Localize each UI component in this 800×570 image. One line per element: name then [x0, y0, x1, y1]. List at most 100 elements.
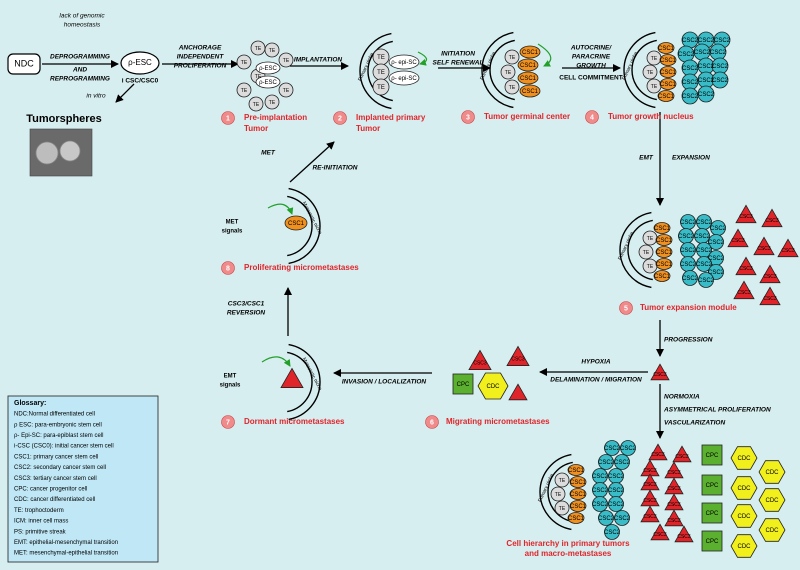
te-cell-label: TE: [559, 506, 566, 512]
te-cell-label: TE: [643, 250, 650, 256]
step-number-1: 1: [226, 115, 230, 122]
step-title-1: Pre-implantation: [244, 113, 307, 122]
te-cell: [278, 52, 294, 68]
csc2-cell: [698, 272, 714, 288]
csc2-cell-label: CSC2: [698, 278, 715, 284]
csc1-cell: [659, 78, 677, 90]
csc2-cell: [608, 496, 624, 512]
anchorage-label: ANCHORAGE: [178, 45, 222, 52]
te-cell-label: TE: [651, 84, 658, 90]
step-title-6: Migrating micrometastases: [446, 417, 550, 426]
met-label: MET: [261, 150, 276, 157]
tumorsphere-2: [59, 140, 81, 162]
met-niche-outer: [288, 187, 321, 265]
csc3-cell-label: CSC3: [511, 357, 525, 363]
csc1-cell-label: CSC1: [520, 63, 537, 69]
met-signals-label: signals: [222, 229, 243, 235]
csc2-cell: [708, 234, 724, 250]
csc2-cell-label: CSC2: [710, 50, 727, 56]
csc3-cell-label: CSC3: [667, 470, 681, 476]
cdc-cell: [730, 476, 758, 500]
csc3-cell-label: CSC3: [643, 498, 657, 504]
csc3-cell-label: CSC3: [643, 514, 657, 520]
csc2-cell-label: CSC2: [598, 460, 615, 466]
autocrine-label: AUTOCRINE/: [570, 45, 613, 52]
glossary-item: CDC: cancer differentiated cell: [14, 497, 95, 503]
cdc-cell-label: CDC: [766, 528, 780, 534]
step-circle-6: [425, 415, 439, 429]
cpc-cell: [701, 474, 723, 496]
step-title-7: Dormant micrometastases: [244, 417, 345, 426]
csc3-cell-label: CSC3: [667, 502, 681, 508]
csc3-cell-label: CSC3: [653, 532, 667, 538]
te-cell-label: TE: [509, 85, 516, 91]
csc3-cell-label: CSC3: [781, 248, 795, 254]
te-cell: [278, 82, 294, 98]
csc2-cell-label: CSC2: [592, 488, 609, 494]
csc2-cell: [620, 440, 636, 456]
pesc-cell: [255, 61, 281, 75]
glossary-item: TE: trophoctoderm: [14, 508, 64, 514]
te-cell-label: TE: [377, 55, 385, 61]
csc2-cell-label: CSC2: [608, 502, 625, 508]
emt-signals-label: signals: [220, 383, 241, 389]
step-circle-5: [619, 301, 633, 315]
csc1-cell: [655, 258, 673, 270]
pesc-cell: [120, 51, 160, 75]
csc3-cell: [672, 445, 692, 463]
csc2-cell-label: CSC2: [698, 78, 715, 84]
csc1-cell-label: CSC1: [522, 50, 539, 56]
csc1-cell-label: CSC1: [660, 58, 677, 64]
csc2-cell: [592, 496, 608, 512]
csc1-cell: [655, 234, 673, 246]
met-niche-inner: [287, 351, 313, 413]
pesc-cell: [255, 75, 281, 89]
te-cell-label: TE: [651, 56, 658, 62]
step-title-8: Proliferating micrometastases: [244, 263, 359, 272]
cdc-cell-label: CDC: [487, 384, 501, 390]
cdc-cell-label: CDC: [738, 544, 752, 550]
csc3-cell: [650, 363, 670, 381]
csc3-cell: [640, 505, 660, 523]
step-title-2: Tumor: [356, 124, 380, 133]
csc3-cell-label: CSC3: [677, 534, 691, 540]
te-cell: [504, 49, 520, 65]
asymmetrical-label: ASYMMETRICAL PROLIFERATION: [663, 407, 771, 414]
csc1-cell-label: CSC1: [658, 46, 675, 52]
cdc-cell: [758, 488, 786, 512]
pesc-cell-label: ρ-ESC: [259, 66, 277, 72]
csc3-cell-label: CSC3: [737, 290, 751, 296]
cdc-cell-label: CDC: [766, 498, 780, 504]
cdc-cell: [758, 460, 786, 484]
step-title-4: Tumor growth nucleus: [608, 112, 694, 121]
glossary-item: CSC2: secondary cancer stem cell: [14, 465, 106, 471]
csc3-cell: [753, 236, 775, 256]
niche-arc-outer: [623, 31, 656, 109]
csc2-cell-label: CSC2: [680, 248, 697, 254]
niche-arc-inner: [489, 39, 515, 101]
cdc-cell-label: CDC: [738, 514, 752, 520]
cdc-cell-label: CDC: [738, 456, 752, 462]
csc1-cell: [569, 488, 587, 500]
niche-arc-inner: [547, 461, 573, 523]
csc1-cell-label: CSC1: [656, 238, 673, 244]
csc2-cell-label: CSC2: [608, 474, 625, 480]
csc1-cell-label: CSC1: [568, 468, 585, 474]
and-label: AND: [72, 67, 87, 74]
csc2-cell: [604, 440, 620, 456]
csc2-cell-label: CSC2: [592, 474, 609, 480]
cpc-cell-label: CPC: [457, 382, 470, 388]
csc1-cell-label: CSC1: [654, 274, 671, 280]
csc1-cell: [659, 54, 677, 66]
invasion-label: INVASION / LOCALIZATION: [342, 379, 427, 386]
csc2-cell-label: CSC2: [678, 52, 695, 58]
hypoxia-label: HYPOXIA: [581, 359, 611, 366]
met-niche-inner: [287, 195, 313, 257]
csc2-cell-label: CSC2: [712, 78, 729, 84]
csc2-cell-label: CSC2: [682, 80, 699, 86]
csc2-cell: [711, 71, 729, 89]
te-cell: [236, 82, 252, 98]
initiation-label: INITIATION: [441, 51, 475, 58]
csc1-cell: [569, 476, 587, 488]
